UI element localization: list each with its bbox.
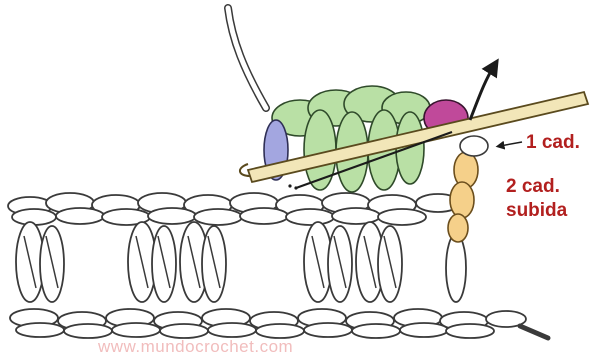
stitch-columns — [16, 222, 466, 302]
watermark: www.mundocrochet.com — [97, 337, 293, 355]
label-two-chain-line1: 2 cad. — [506, 176, 560, 197]
yarn-end — [520, 326, 548, 338]
white-chain — [460, 136, 488, 156]
dot-2 — [294, 186, 297, 189]
arrow-left-icon — [500, 142, 522, 146]
label-one-chain: 1 cad. — [526, 132, 580, 153]
dot-1 — [288, 184, 291, 187]
top-chain-row — [8, 193, 460, 225]
bottom-chain-row — [10, 309, 526, 338]
label-two-chain-line2: subida — [506, 200, 568, 221]
arrow-up-right-icon — [470, 66, 494, 120]
yellow-chain — [448, 152, 478, 242]
